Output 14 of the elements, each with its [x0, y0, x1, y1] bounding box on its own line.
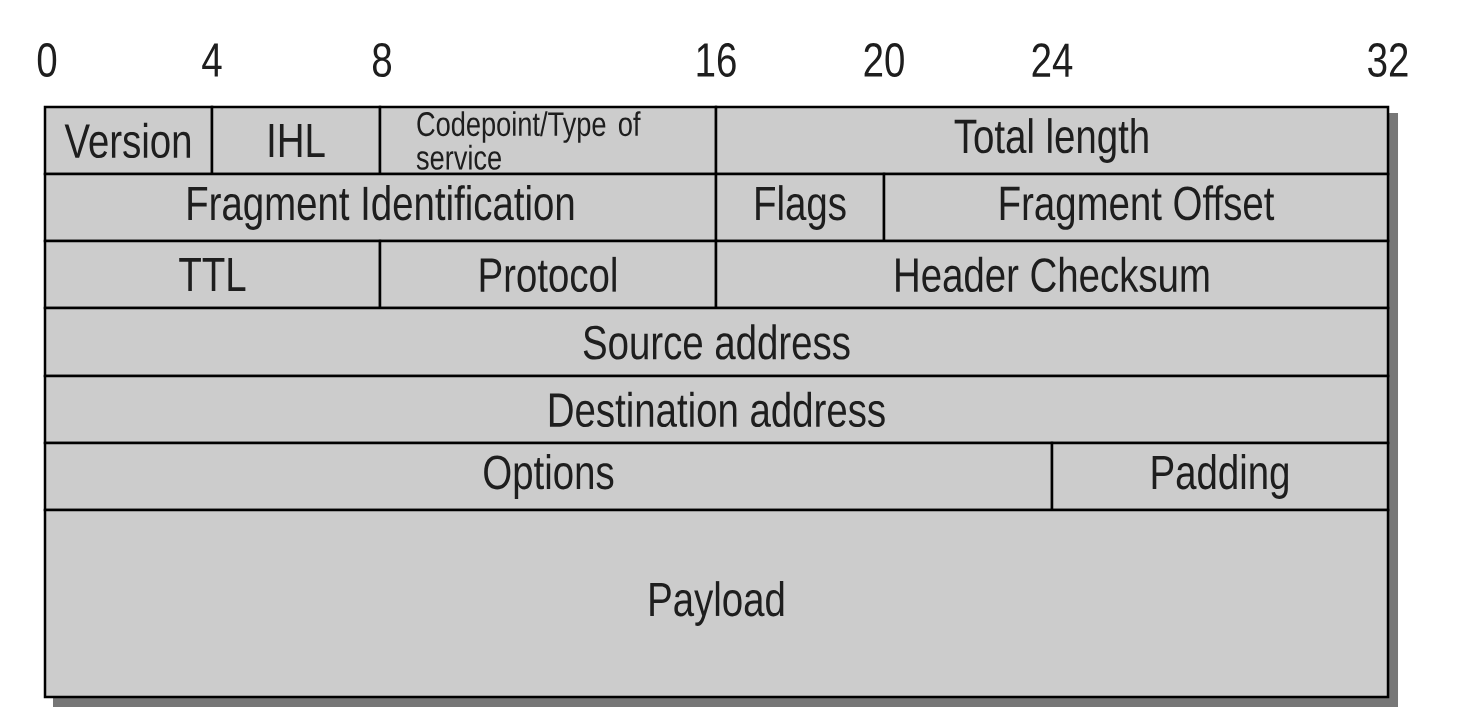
- header-field: IHL: [210, 105, 382, 176]
- bit-number: 4: [202, 43, 222, 77]
- header-field: TTL: [43, 239, 382, 310]
- header-field: Padding: [1050, 441, 1390, 512]
- header-field: Version: [43, 105, 214, 176]
- bit-number: 8: [373, 43, 392, 77]
- bit-number: 20: [864, 43, 904, 77]
- bit-number: 32: [1368, 43, 1408, 77]
- header-field: Protocol: [378, 239, 718, 310]
- header-field: Codepoint/Type of service: [378, 105, 718, 176]
- header-field: Flags: [714, 172, 886, 243]
- bit-number: 0: [37, 43, 57, 77]
- bit-number: 16: [697, 43, 736, 77]
- bit-number: 24: [1032, 43, 1073, 77]
